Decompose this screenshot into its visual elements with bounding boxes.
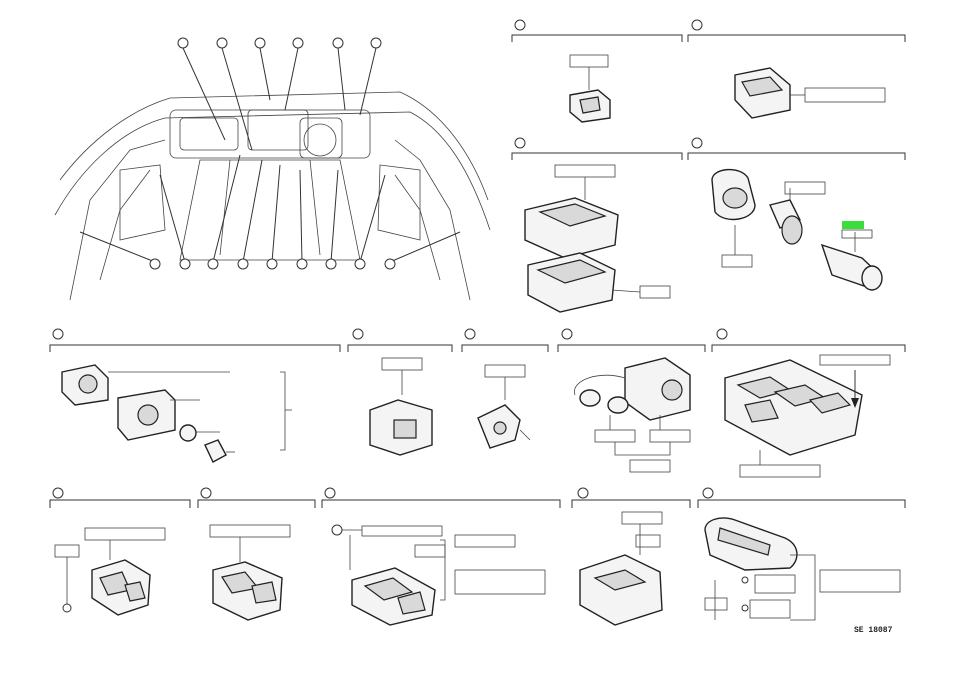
part-seat-heater-switch-2[interactable] [54,527,166,616]
panel-brackets [49,19,906,508]
part-master-window-switch[interactable] [724,354,891,478]
part-hazard-switch[interactable] [331,524,546,626]
part-rear-defogger-switch[interactable] [704,517,901,621]
highlight-marker [842,221,864,229]
part-lighter-set[interactable] [711,168,883,291]
part-knob-switch[interactable] [61,364,292,463]
part-sensor[interactable] [477,364,531,449]
part-mirror-switch[interactable] [734,67,886,119]
dashboard-overview [54,37,491,301]
part-seat-heater-switch[interactable] [574,357,691,473]
part-adjust-switch[interactable] [209,524,291,621]
part-defogger-switch[interactable] [369,357,433,456]
part-switch-small[interactable] [569,54,611,123]
part-power-window-switch[interactable] [524,164,671,313]
diagram-code: SE 18087 [854,626,893,635]
part-cover[interactable] [579,511,663,626]
